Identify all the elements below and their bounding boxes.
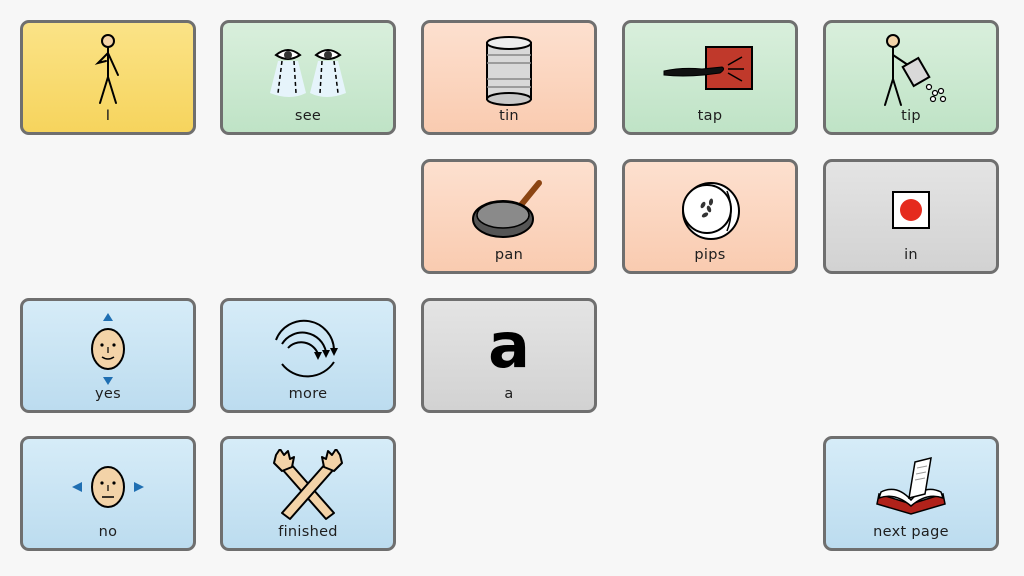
cell-label: next page <box>873 524 949 540</box>
cell-label: tip <box>901 108 921 124</box>
cell-more[interactable]: more <box>220 298 396 413</box>
open-book-icon <box>826 447 996 527</box>
face-nodding-icon <box>23 309 193 389</box>
cell-label: pan <box>494 247 524 263</box>
cell-tip[interactable]: tip <box>823 20 999 135</box>
more-arrows-icon <box>223 309 393 389</box>
cell-label: I <box>105 108 111 124</box>
cell-label: in <box>904 247 918 263</box>
letter-a-symbol: a <box>424 309 594 389</box>
frying-pan-icon <box>424 170 594 250</box>
cell-label: pips <box>694 247 726 263</box>
cell-next-page[interactable]: next page <box>823 436 999 551</box>
cell-i[interactable]: I <box>20 20 196 135</box>
crossed-arms-icon <box>223 447 393 527</box>
cell-finished[interactable]: finished <box>220 436 396 551</box>
cell-tap[interactable]: tap <box>622 20 798 135</box>
fruit-pips-icon <box>625 170 795 250</box>
cell-label: more <box>288 386 328 402</box>
letter-a-glyph: a <box>488 309 530 382</box>
cell-label: finished <box>278 524 338 540</box>
cell-no[interactable]: no <box>20 436 196 551</box>
hand-tapping-icon <box>625 31 795 111</box>
cell-in[interactable]: in <box>823 159 999 274</box>
person-tipping-icon <box>826 31 996 111</box>
cell-label: tin <box>499 108 519 124</box>
cell-tin[interactable]: tin <box>421 20 597 135</box>
eyes-looking-icon <box>223 31 393 111</box>
dot-in-box-icon <box>826 170 996 250</box>
cell-yes[interactable]: yes <box>20 298 196 413</box>
cell-pips[interactable]: pips <box>622 159 798 274</box>
cell-label: yes <box>95 386 121 402</box>
face-shaking-icon <box>23 447 193 527</box>
cell-pan[interactable]: pan <box>421 159 597 274</box>
person-pointing-self-icon <box>23 31 193 111</box>
cell-see[interactable]: see <box>220 20 396 135</box>
cell-label: no <box>98 524 118 540</box>
cell-a[interactable]: a a <box>421 298 597 413</box>
cell-label: see <box>294 108 322 124</box>
tin-can-icon <box>424 31 594 111</box>
cell-label: tap <box>697 108 723 124</box>
cell-label: a <box>504 386 514 402</box>
